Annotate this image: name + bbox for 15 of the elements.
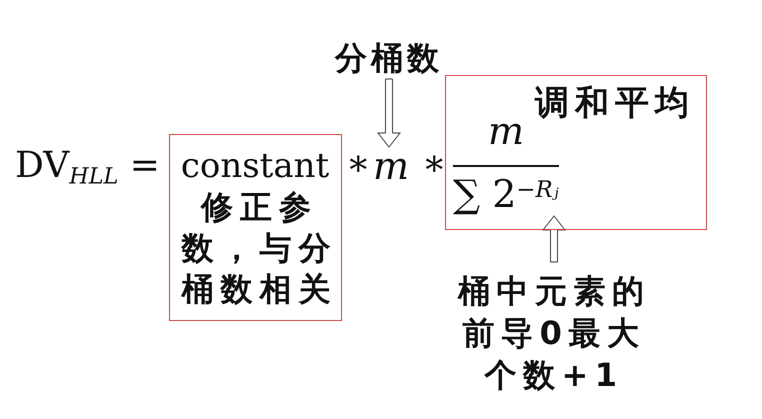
annotation-text: 修正参数，与分桶数相关 xyxy=(180,187,338,310)
formula-variable: m xyxy=(488,112,524,150)
hollow-arrow xyxy=(542,216,566,262)
multiplication-sign: ∗ xyxy=(422,146,446,182)
hollow-arrow xyxy=(378,78,400,148)
multiplication-sign: ∗ xyxy=(346,146,370,182)
formula-text: DV$_{HLL}$ = xyxy=(15,148,160,184)
annotation-text: 桶中元素的前导0最大个数+1 xyxy=(454,270,654,396)
annotation-text: 分桶数 xyxy=(333,40,445,76)
denominator-text: ∑ 2$^{−Rⱼ}$ xyxy=(453,172,559,216)
highlight-frame xyxy=(169,134,342,321)
formula-term: constant xyxy=(180,149,330,183)
highlight-frame xyxy=(445,75,707,230)
annotation-text: 调和平均 xyxy=(535,84,695,122)
formula-variable: m xyxy=(373,147,410,185)
